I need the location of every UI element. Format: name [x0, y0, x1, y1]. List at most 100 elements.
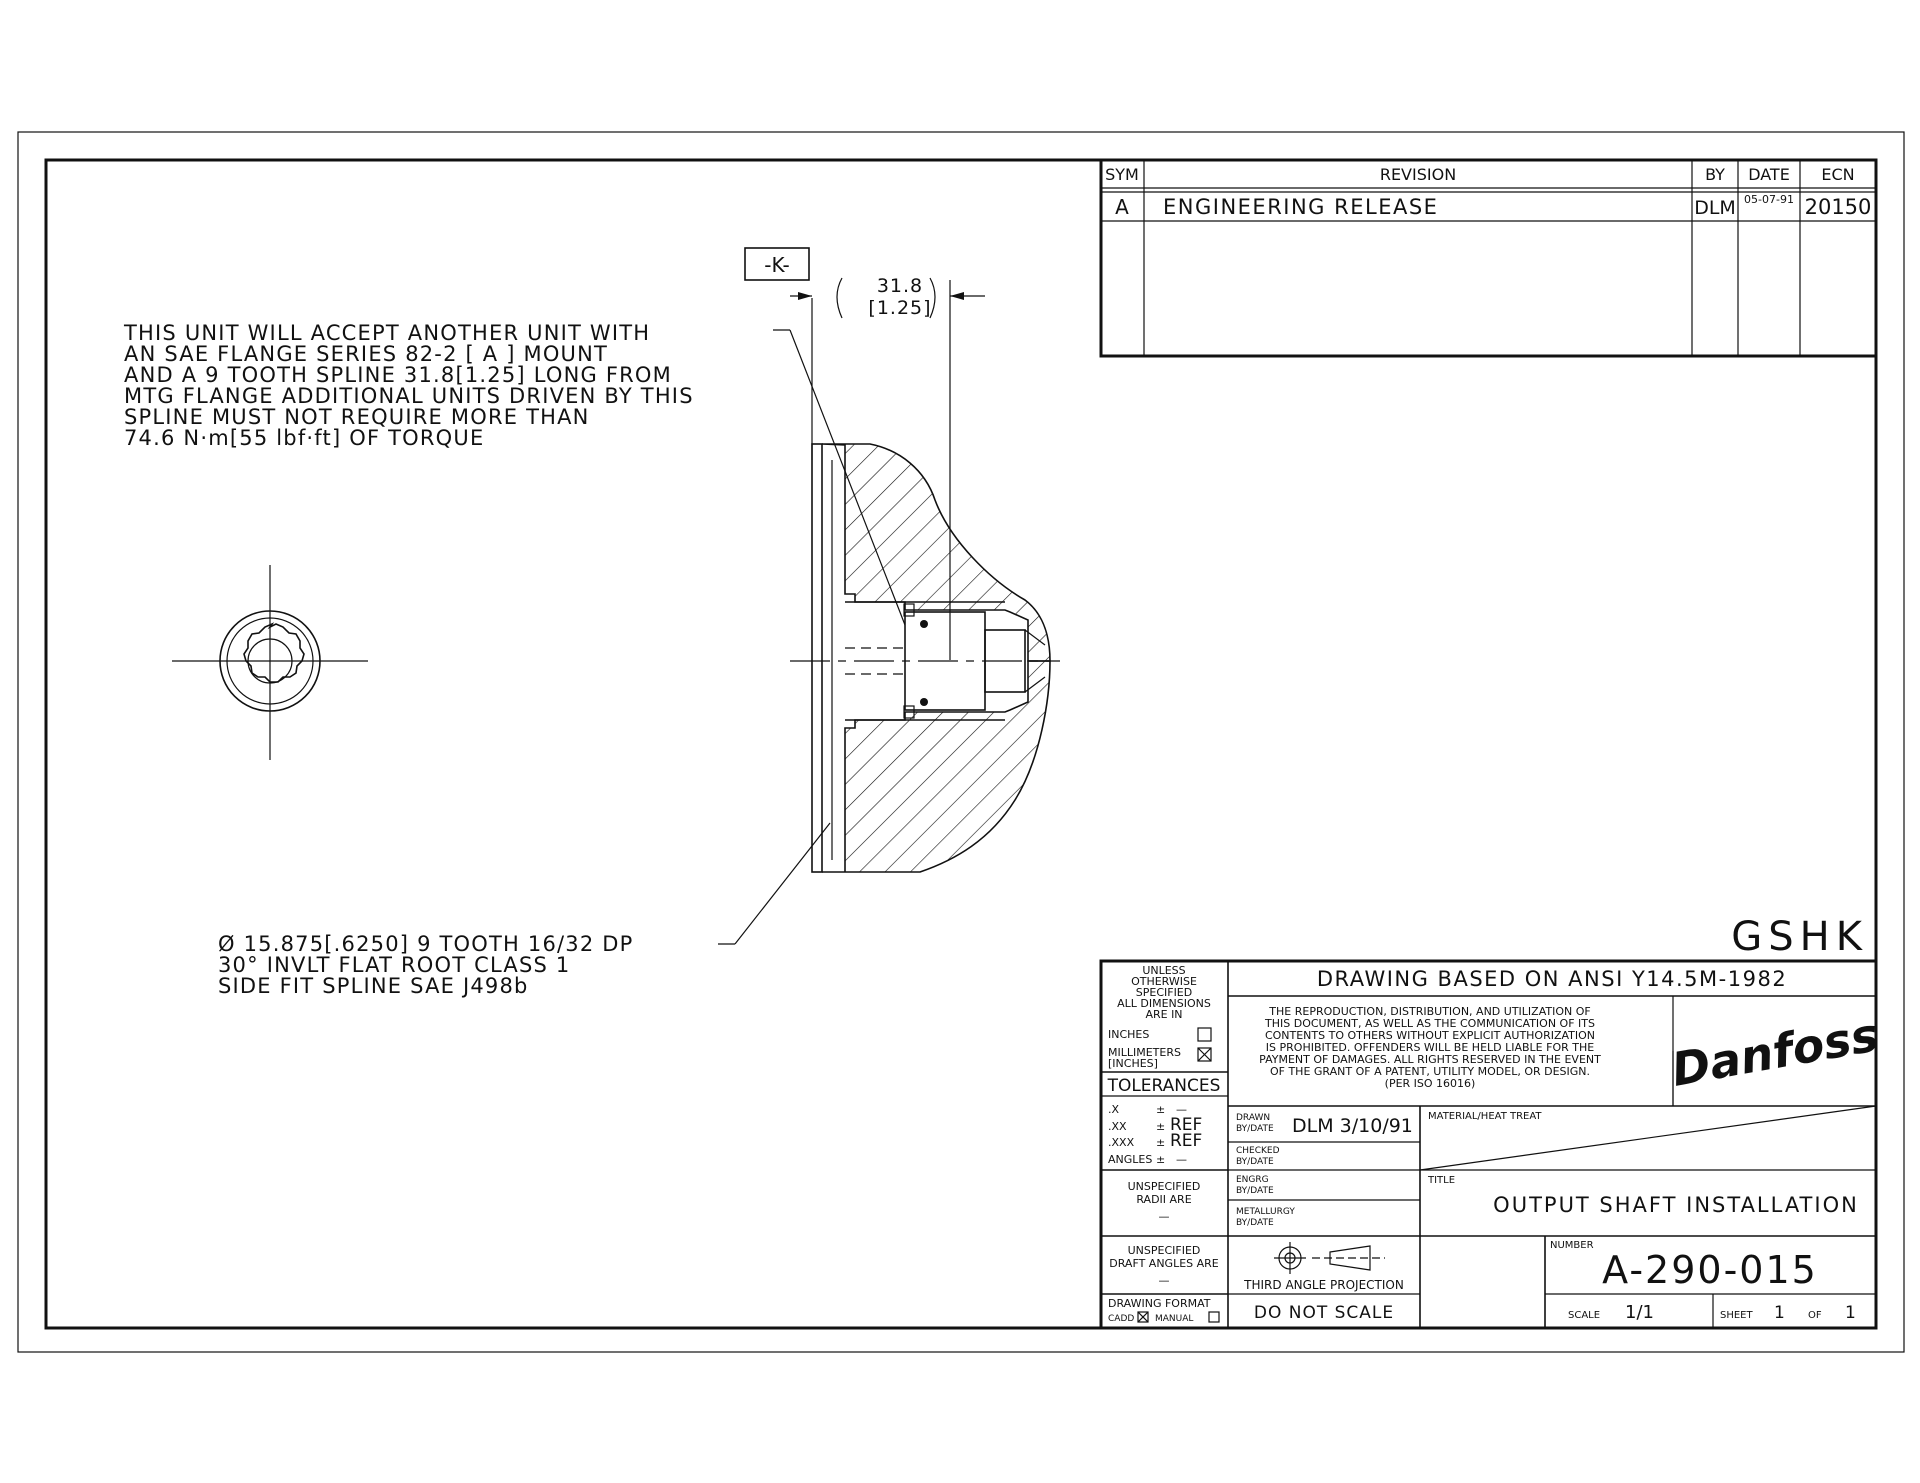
main-note: THIS UNIT WILL ACCEPT ANOTHER UNIT WITH … [123, 321, 694, 450]
units-text: ALL DIMENSIONS [1117, 997, 1211, 1010]
format-cadd-label: CADD [1108, 1314, 1134, 1324]
danfoss-logo: Danfoss [1668, 1007, 1883, 1096]
metallurgy-label: METALLURGY [1236, 1207, 1295, 1217]
outer-frame [17, 131, 1905, 1353]
dimension-mm: 31.8 [877, 275, 923, 297]
tolerances-label: TOLERANCES [1107, 1076, 1221, 1096]
format-label: DRAWING FORMAT [1108, 1297, 1211, 1310]
tol-label: .X [1108, 1103, 1119, 1116]
note-line: MTG FLANGE ADDITIONAL UNITS DRIVEN BY TH… [124, 384, 694, 408]
legal-line: PAYMENT OF DAMAGES. ALL RIGHTS RESERVED … [1259, 1053, 1601, 1066]
tol-value: REF [1170, 1115, 1202, 1135]
legal-line: (PER ISO 16016) [1385, 1077, 1476, 1090]
of-label: OF [1808, 1310, 1822, 1321]
drawing-border [44, 158, 1878, 1330]
rev-row-revision: ENGINEERING RELEASE [1163, 195, 1438, 219]
units-text: UNLESS [1142, 964, 1185, 977]
tol-label: .XX [1108, 1120, 1127, 1133]
rev-header-sym: SYM [1105, 165, 1139, 184]
tol-value: REF [1170, 1131, 1202, 1151]
dimension-inch: [1.25] [868, 297, 931, 319]
draft-text: DRAFT ANGLES ARE [1109, 1257, 1219, 1270]
inches-bracket-label: [INCHES] [1108, 1057, 1158, 1070]
spline-note-line: Ø 15.875[.6250] 9 TOOTH 16/32 DP [218, 932, 634, 956]
inches-checkbox [1197, 1027, 1212, 1042]
datum-k: -K- [744, 247, 810, 281]
millimeters-checkbox [1197, 1047, 1212, 1062]
rev-row-ecn: 20150 [1805, 195, 1872, 219]
rev-header-ecn: ECN [1821, 165, 1854, 184]
drawn-label: BY/DATE [1236, 1124, 1274, 1134]
tol-pm: ± [1156, 1120, 1165, 1133]
legal-line: IS PROHIBITED. OFFENDERS WILL BE HELD LI… [1266, 1041, 1594, 1054]
rev-row-by: DLM [1694, 197, 1736, 219]
projection-label: THIRD ANGLE PROJECTION [1243, 1278, 1404, 1292]
spline-end-view [172, 565, 368, 760]
rev-row-date: 05-07-91 [1744, 193, 1794, 206]
spline-note-line: SIDE FIT SPLINE SAE J498b [218, 974, 529, 998]
metallurgy-label: BY/DATE [1236, 1218, 1274, 1228]
rev-header-by: BY [1705, 165, 1725, 184]
radii-text: — [1159, 1210, 1170, 1223]
section-view [790, 443, 1060, 873]
sheet-label: SHEET [1720, 1310, 1754, 1321]
tol-pm: ± [1156, 1153, 1165, 1166]
draft-text: UNSPECIFIED [1128, 1244, 1201, 1257]
manual-checkbox [1208, 1311, 1220, 1323]
third-angle-projection-icon [1274, 1242, 1385, 1274]
revision-block: SYM REVISION BY DATE ECN A ENGINEERING R… [1099, 158, 1878, 358]
drawing-title: OUTPUT SHAFT INSTALLATION [1493, 1193, 1859, 1217]
tol-value: — [1176, 1153, 1187, 1166]
note-line: AN SAE FLANGE SERIES 82-2 [ A ] MOUNT [124, 342, 608, 366]
note-line: 74.6 N·m[55 lbf·ft] OF TORQUE [124, 426, 484, 450]
units-text: ARE IN [1145, 1008, 1182, 1021]
scale-value: 1/1 [1625, 1302, 1654, 1323]
spline-note: Ø 15.875[.6250] 9 TOOTH 16/32 DP 30° INV… [218, 932, 634, 998]
millimeters-label: MILLIMETERS [1108, 1046, 1181, 1059]
legal-line: THE REPRODUCTION, DISTRIBUTION, AND UTIL… [1268, 1005, 1590, 1018]
drawing-code: GSHK [1731, 914, 1868, 960]
tol-pm: ± [1156, 1136, 1165, 1149]
note-line: SPLINE MUST NOT REQUIRE MORE THAN [124, 405, 590, 429]
units-text: SPECIFIED [1136, 986, 1192, 999]
scale-label: SCALE [1568, 1310, 1600, 1321]
note-line: AND A 9 TOOTH SPLINE 31.8[1.25] LONG FRO… [124, 363, 672, 387]
legal-line: CONTENTS TO OTHERS WITHOUT EXPLICIT AUTH… [1265, 1029, 1595, 1042]
title-block: UNLESS OTHERWISE SPECIFIED ALL DIMENSION… [1099, 959, 1883, 1330]
units-text: OTHERWISE [1131, 975, 1197, 988]
drawn-value: DLM 3/10/91 [1292, 1115, 1413, 1137]
checked-label: CHECKED [1236, 1146, 1280, 1156]
spline-note-line: 30° INVLT FLAT ROOT CLASS 1 [218, 953, 570, 977]
rev-row-sym: A [1115, 195, 1129, 219]
inches-label: INCHES [1108, 1028, 1149, 1041]
draft-text: — [1159, 1274, 1170, 1287]
radii-text: RADII ARE [1136, 1193, 1191, 1206]
do-not-scale: DO NOT SCALE [1254, 1303, 1394, 1323]
datum-label: -K- [764, 253, 789, 277]
drawn-label: DRAWN [1236, 1113, 1270, 1123]
dimension-31-8: 31.8 [1.25] [790, 275, 985, 660]
format-manual-label: MANUAL [1155, 1314, 1193, 1324]
tol-pm: ± [1156, 1103, 1165, 1116]
legal-line: OF THE GRANT OF A PATENT, UTILITY MODEL,… [1270, 1065, 1590, 1078]
material-label: MATERIAL/HEAT TREAT [1428, 1111, 1542, 1122]
engrg-label: BY/DATE [1236, 1186, 1274, 1196]
radii-text: UNSPECIFIED [1128, 1180, 1201, 1193]
drawing-number: A-290-015 [1602, 1248, 1818, 1292]
rev-header-date: DATE [1748, 165, 1790, 184]
checked-label: BY/DATE [1236, 1157, 1274, 1167]
of-value: 1 [1845, 1303, 1856, 1323]
leader-line [734, 822, 831, 945]
legal-line: THIS DOCUMENT, AS WELL AS THE COMMUNICAT… [1264, 1017, 1595, 1030]
rev-header-revision: REVISION [1380, 165, 1456, 184]
title-label: TITLE [1427, 1175, 1455, 1186]
note-line: THIS UNIT WILL ACCEPT ANOTHER UNIT WITH [123, 321, 650, 345]
number-label: NUMBER [1550, 1240, 1594, 1251]
cadd-checkbox [1137, 1311, 1149, 1323]
tol-label: .XXX [1108, 1136, 1135, 1149]
tol-label: ANGLES [1108, 1153, 1152, 1166]
tol-value: — [1176, 1103, 1187, 1116]
engrg-label: ENGRG [1236, 1175, 1269, 1185]
drawing-standard: DRAWING BASED ON ANSI Y14.5M-1982 [1317, 967, 1787, 991]
